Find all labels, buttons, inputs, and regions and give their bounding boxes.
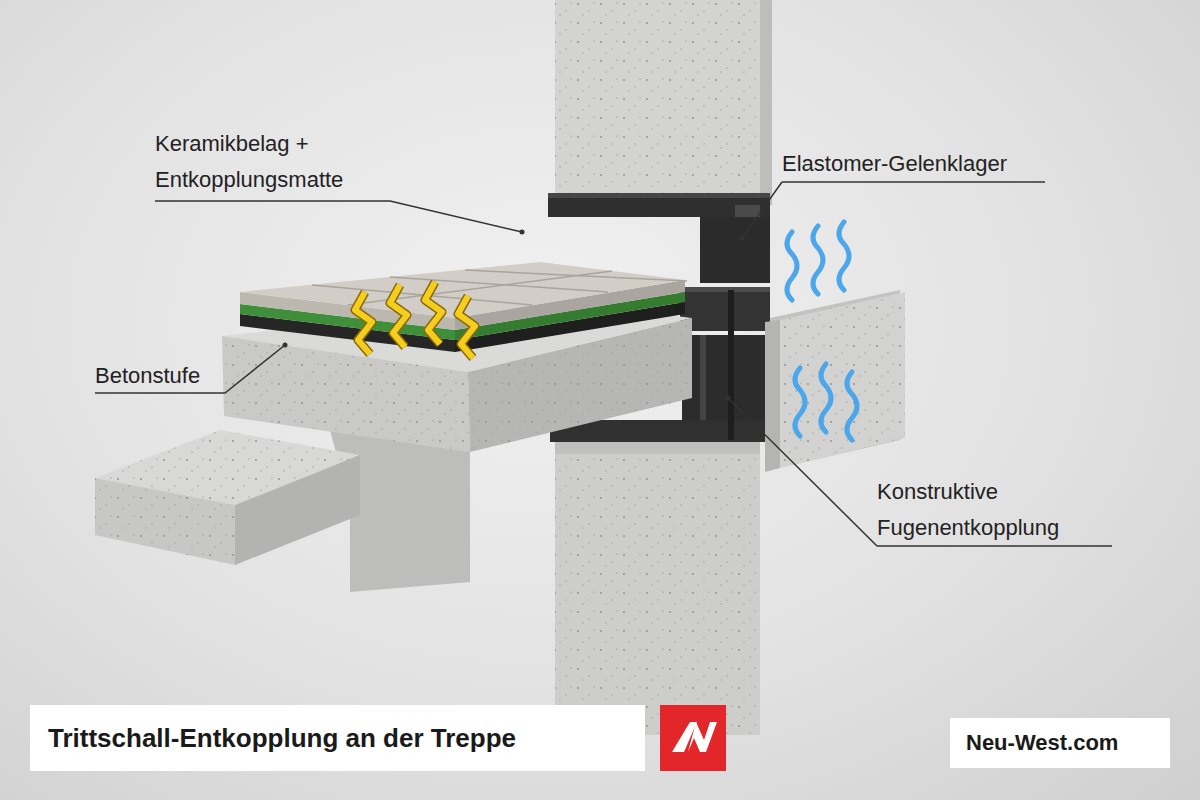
bearing-label: Elastomer-Gelenklager (782, 146, 1062, 182)
illustration-part (782, 181, 1045, 183)
illustration-part (847, 372, 857, 440)
decoupling-waves (787, 222, 857, 440)
illustration-part (555, 0, 760, 215)
lower-wall (555, 440, 760, 735)
illustration-part (390, 285, 407, 347)
illustration-part (222, 336, 470, 452)
illustration-part (680, 287, 770, 331)
illustration-part (95, 345, 285, 393)
illustration-part (728, 290, 734, 440)
illustration-part (839, 222, 849, 290)
illustration-part (548, 193, 770, 198)
brand-logo (660, 705, 726, 771)
wall-plate (765, 290, 905, 472)
illustration-part (222, 336, 470, 452)
illustration-part (813, 226, 823, 294)
illustration-part (740, 236, 745, 241)
stair-lower-leg (95, 430, 470, 592)
illustration-part (877, 545, 1112, 547)
illustration-part (355, 292, 372, 354)
illustration-part (700, 217, 770, 283)
impact-sound-arrows (355, 282, 475, 358)
upper-wall (555, 0, 772, 215)
illustration-part (458, 296, 475, 358)
illustration-part (726, 396, 731, 401)
illustration-part (787, 232, 797, 300)
illustration-part (425, 282, 442, 344)
illustration-part (283, 343, 288, 348)
illustration-part (780, 292, 905, 468)
illustration-part (780, 292, 905, 468)
illustration-part (688, 722, 717, 752)
title: Trittschall-Entkopplung an der Treppe (48, 723, 516, 754)
illustration-part (520, 230, 525, 235)
illustration-part (760, 0, 772, 205)
illustration-part (742, 182, 782, 238)
illustration-part (390, 277, 608, 292)
illustration-part (555, 0, 760, 215)
illustration-part (355, 292, 372, 354)
illustration-part (555, 440, 760, 735)
illustration-part (390, 285, 407, 347)
tile-layer-label: Keramikbelag + Entkopplungsmatte (155, 126, 395, 198)
illustration-part (355, 282, 475, 358)
illustration-part (660, 705, 726, 771)
illustration-part (155, 201, 522, 232)
illustration-part (700, 335, 706, 430)
leader-dots (283, 230, 745, 401)
illustration-part (795, 368, 805, 436)
illustration-part (680, 287, 770, 292)
illustration-part (95, 478, 235, 565)
illustration-part (765, 320, 780, 472)
illustration-part (458, 296, 475, 358)
illustration-part (682, 335, 770, 430)
concrete-step-label: Betonstufe (95, 358, 245, 394)
illustration-part (728, 398, 877, 546)
illustration-part (355, 282, 475, 358)
illustration-part (548, 193, 770, 217)
title-panel: Trittschall-Entkopplung an der Treppe (30, 705, 645, 771)
watermark-panel: Neu-West.com (950, 718, 1170, 768)
illustration-part (425, 282, 442, 344)
illustration-part (821, 364, 831, 432)
illustration-part (555, 440, 760, 735)
illustration-part (735, 205, 760, 217)
watermark: Neu-West.com (966, 730, 1118, 756)
illustration-part (555, 440, 760, 454)
joint-label: Konstruktive Fugenentkopplung (877, 474, 1117, 546)
